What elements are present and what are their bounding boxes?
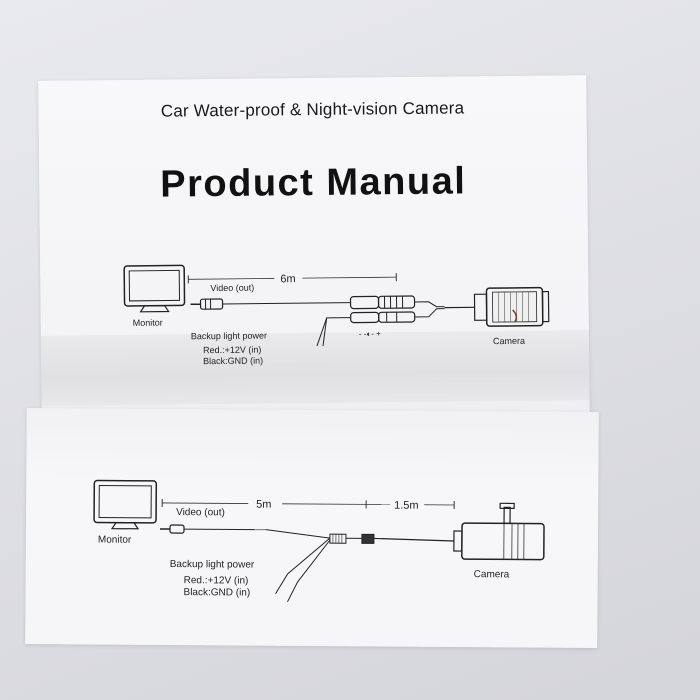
wiring-diagram-top: Monitor 6m Video (out) (123, 264, 550, 367)
video-out-label: Video (out) (176, 507, 225, 518)
monitor-icon (93, 479, 158, 530)
monitor-label: Monitor (133, 318, 163, 328)
camera-icon (453, 502, 545, 561)
rca-plug-icon (159, 524, 185, 534)
camera-label: Camera (474, 569, 510, 580)
red-wire-label: Red.:+12V (in) (203, 345, 261, 356)
black-wire-label: Black:GND (in) (203, 356, 263, 367)
backup-power-label: Backup light power (170, 559, 255, 571)
video-out-label: Video (out) (210, 283, 254, 293)
red-wire-label: Red.:+12V (in) (184, 575, 249, 586)
monitor-label: Monitor (98, 535, 132, 546)
dc-connector-icon (350, 311, 416, 324)
junction-connector-icon (329, 533, 347, 544)
backup-power-label: Backup light power (191, 330, 267, 341)
wiring-diagram-bottom: Monitor 5m 1.5m Video (out) (93, 479, 545, 603)
cable-length-1-5m: 1.5m (394, 500, 419, 512)
camera-label: Camera (493, 336, 525, 346)
camera-icon (473, 286, 550, 327)
rca-connector-icon (349, 295, 416, 310)
plug-icon (361, 533, 375, 544)
manual-page-bottom: Monitor 5m 1.5m Video (out) (25, 408, 599, 648)
monitor-icon (123, 264, 186, 313)
cable-length-5m: 5m (256, 499, 271, 511)
polarity-symbol: - -◐- + (359, 329, 381, 338)
cable-length-label: 6m (280, 273, 295, 285)
rca-plug-icon (190, 298, 224, 310)
manual-page-top: Car Water-proof & Night-vision Camera Pr… (38, 75, 590, 427)
black-wire-label: Black:GND (in) (184, 587, 251, 598)
